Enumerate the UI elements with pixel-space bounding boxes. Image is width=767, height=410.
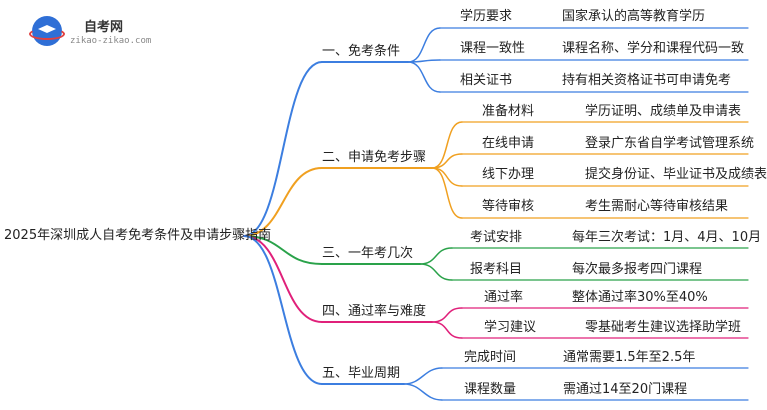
item-label: 准备材料: [482, 104, 535, 119]
item-connector: [431, 321, 463, 339]
item-connector: [407, 61, 441, 93]
logo-url: zikao-zikao.com: [70, 36, 152, 46]
item-desc: 每年三次考试：1月、4月、10月: [572, 230, 762, 245]
logo-title: 自考网: [84, 20, 124, 35]
branch-label: 五、毕业周期: [322, 366, 401, 381]
item-desc: 课程名称、学分和课程代码一致: [562, 41, 745, 56]
item-label: 等待审核: [482, 199, 535, 214]
item-desc: 登录广东省自学考试管理系统: [585, 136, 755, 151]
item-label: 线下办理: [482, 167, 535, 182]
branch-label: 二、申请免考步骤: [322, 150, 427, 165]
item-connector: [431, 167, 463, 187]
site-logo[interactable]: 自考网 zikao-zikao.com: [29, 14, 152, 54]
root-topic: 2025年深圳成人自考免考条件及申请步骤指南: [4, 228, 272, 243]
item-desc: 持有相关资格证书可申请免考: [562, 73, 732, 88]
item-connector: [431, 307, 463, 323]
item-label: 通过率: [484, 290, 524, 305]
item-connector: [403, 367, 443, 385]
branch-connector: [243, 235, 323, 385]
item-desc: 提交身份证、毕业证书及成绩表: [585, 167, 767, 182]
item-connector: [403, 383, 443, 401]
item-label: 课程数量: [464, 382, 517, 397]
branch-label: 一、免考条件: [322, 44, 401, 59]
item-label: 课程一致性: [460, 41, 526, 56]
item-label: 考试安排: [470, 230, 523, 245]
item-desc: 国家承认的高等教育学历: [562, 9, 706, 24]
item-connector: [407, 27, 441, 63]
item-desc: 零基础考生建议选择助学班: [585, 320, 742, 335]
branch-label: 四、通过率与难度: [322, 304, 427, 319]
item-label: 相关证书: [460, 73, 513, 88]
item-desc: 通常需要1.5年至2.5年: [563, 350, 696, 365]
item-label: 在线申请: [482, 136, 535, 151]
item-desc: 考生需耐心等待审核结果: [585, 199, 729, 214]
item-label: 学历要求: [460, 9, 513, 24]
item-desc: 整体通过率30%至40%: [572, 290, 708, 305]
item-desc: 每次最多报考四门课程: [572, 262, 703, 277]
branch-connector: [243, 235, 323, 265]
branch-connector: [243, 235, 323, 323]
logo-ring-icon: [29, 28, 65, 40]
item-connector: [431, 121, 463, 169]
branch-label: 三、一年考几次: [322, 246, 414, 261]
item-connector: [431, 167, 463, 219]
item-label: 学习建议: [484, 320, 537, 335]
item-desc: 学历证明、成绩单及申请表: [585, 104, 742, 119]
mindmap-connectors: [243, 27, 749, 401]
branch-connector: [243, 61, 323, 237]
item-label: 报考科目: [470, 262, 523, 277]
item-connector: [419, 263, 453, 281]
item-connector: [419, 247, 453, 265]
item-connector: [431, 153, 463, 169]
item-desc: 需通过14至20门课程: [563, 382, 688, 397]
item-label: 完成时间: [464, 350, 517, 365]
branch-connector: [243, 167, 323, 237]
